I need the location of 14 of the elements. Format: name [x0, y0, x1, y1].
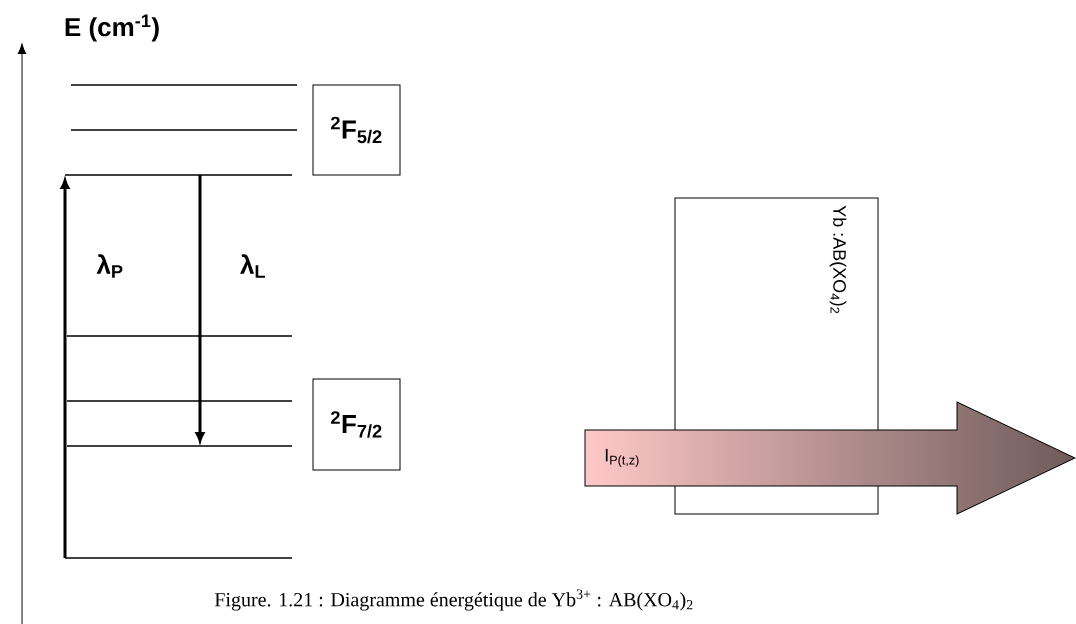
edge-label: λ$_{L}$ [238, 253, 268, 279]
energy-level-line [67, 400, 292, 402]
figure-caption: Figure. 1.21 : Diagramme énergétique de Yb$^{3+}$ : AB(XO$_{4}$)$_{2}$ [214, 589, 693, 611]
energy-level-line [71, 84, 297, 86]
energy-level-line [65, 557, 292, 559]
energy-level-line [65, 174, 292, 176]
crystal-box: Yb :AB(XO$_{4}$)$_{2}$ [674, 197, 879, 515]
term-box: $^{2}$F$_{5/2}$ [312, 84, 401, 176]
energy-level-line [67, 335, 292, 337]
axis-title: E (cm$^{-1}$) [65, 14, 159, 42]
energy-level-line [67, 445, 292, 447]
energy-level-line [71, 129, 297, 131]
edge-label: λ$_{P}$ [95, 253, 125, 279]
term-box: $^{2}$F$_{7/2}$ [312, 378, 401, 471]
